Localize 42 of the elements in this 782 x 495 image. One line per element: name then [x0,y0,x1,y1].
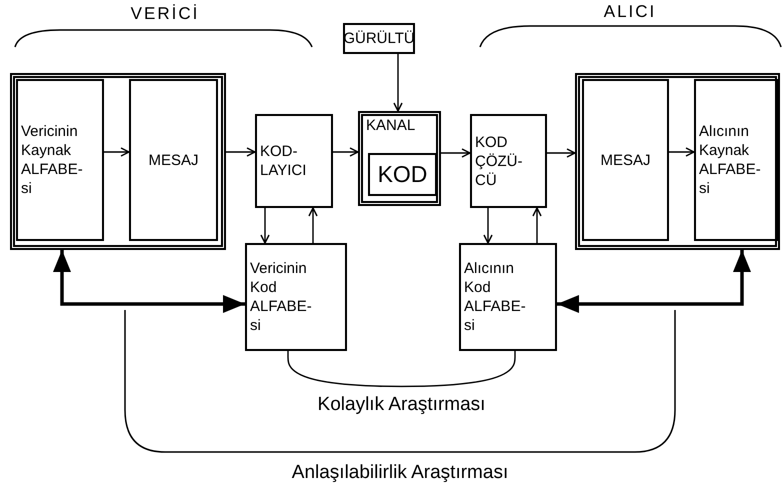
process-box [582,79,669,241]
arrow [393,54,403,112]
box-text: Alıcının Kod ALFABE- si [464,259,527,335]
process-box [358,111,441,206]
arrow [260,208,270,244]
group-frame [575,73,780,250]
group-frame [10,73,226,250]
box-text: KANAL [366,116,416,135]
section-title: VERİCİ [130,4,200,24]
box-text: KOD ÇÖZÜ- CÜ [475,132,524,190]
process-box [245,243,347,351]
arrow [557,250,751,313]
box-text: MESAJ [600,150,650,170]
process-box [368,153,437,196]
box-text: MESAJ [148,150,198,170]
process-box [16,79,104,241]
arrow [308,207,318,243]
bracket-label: Anlaşılabilirlik Araştırması [292,462,508,484]
box-text: Vericinin Kod ALFABE- si [250,259,313,335]
process-box [694,79,778,241]
arrow [53,250,245,313]
process-box [470,114,547,208]
arrow [333,147,359,157]
arrow [441,148,471,158]
bracket-connector [287,351,516,388]
arrow [532,207,542,243]
arrow [483,208,493,244]
box-text: KOD- LAYICI [260,142,308,180]
process-box [129,79,218,241]
arrow [669,147,695,157]
box-text: KOD [378,165,428,184]
arrow [104,147,130,157]
arrow [547,148,576,158]
process-box [459,243,557,351]
section-title: ALICI [604,2,656,22]
box-text: GÜRÜLTÜ [343,29,415,48]
edge-label: Kolaylık Araştırması [318,394,486,416]
process-box [343,23,415,54]
box-text: Vericinin Kaynak ALFABE- si [21,122,84,198]
arrow [226,147,256,157]
box-text: Alıcının Kaynak ALFABE- si [699,122,762,198]
process-box [255,114,333,208]
